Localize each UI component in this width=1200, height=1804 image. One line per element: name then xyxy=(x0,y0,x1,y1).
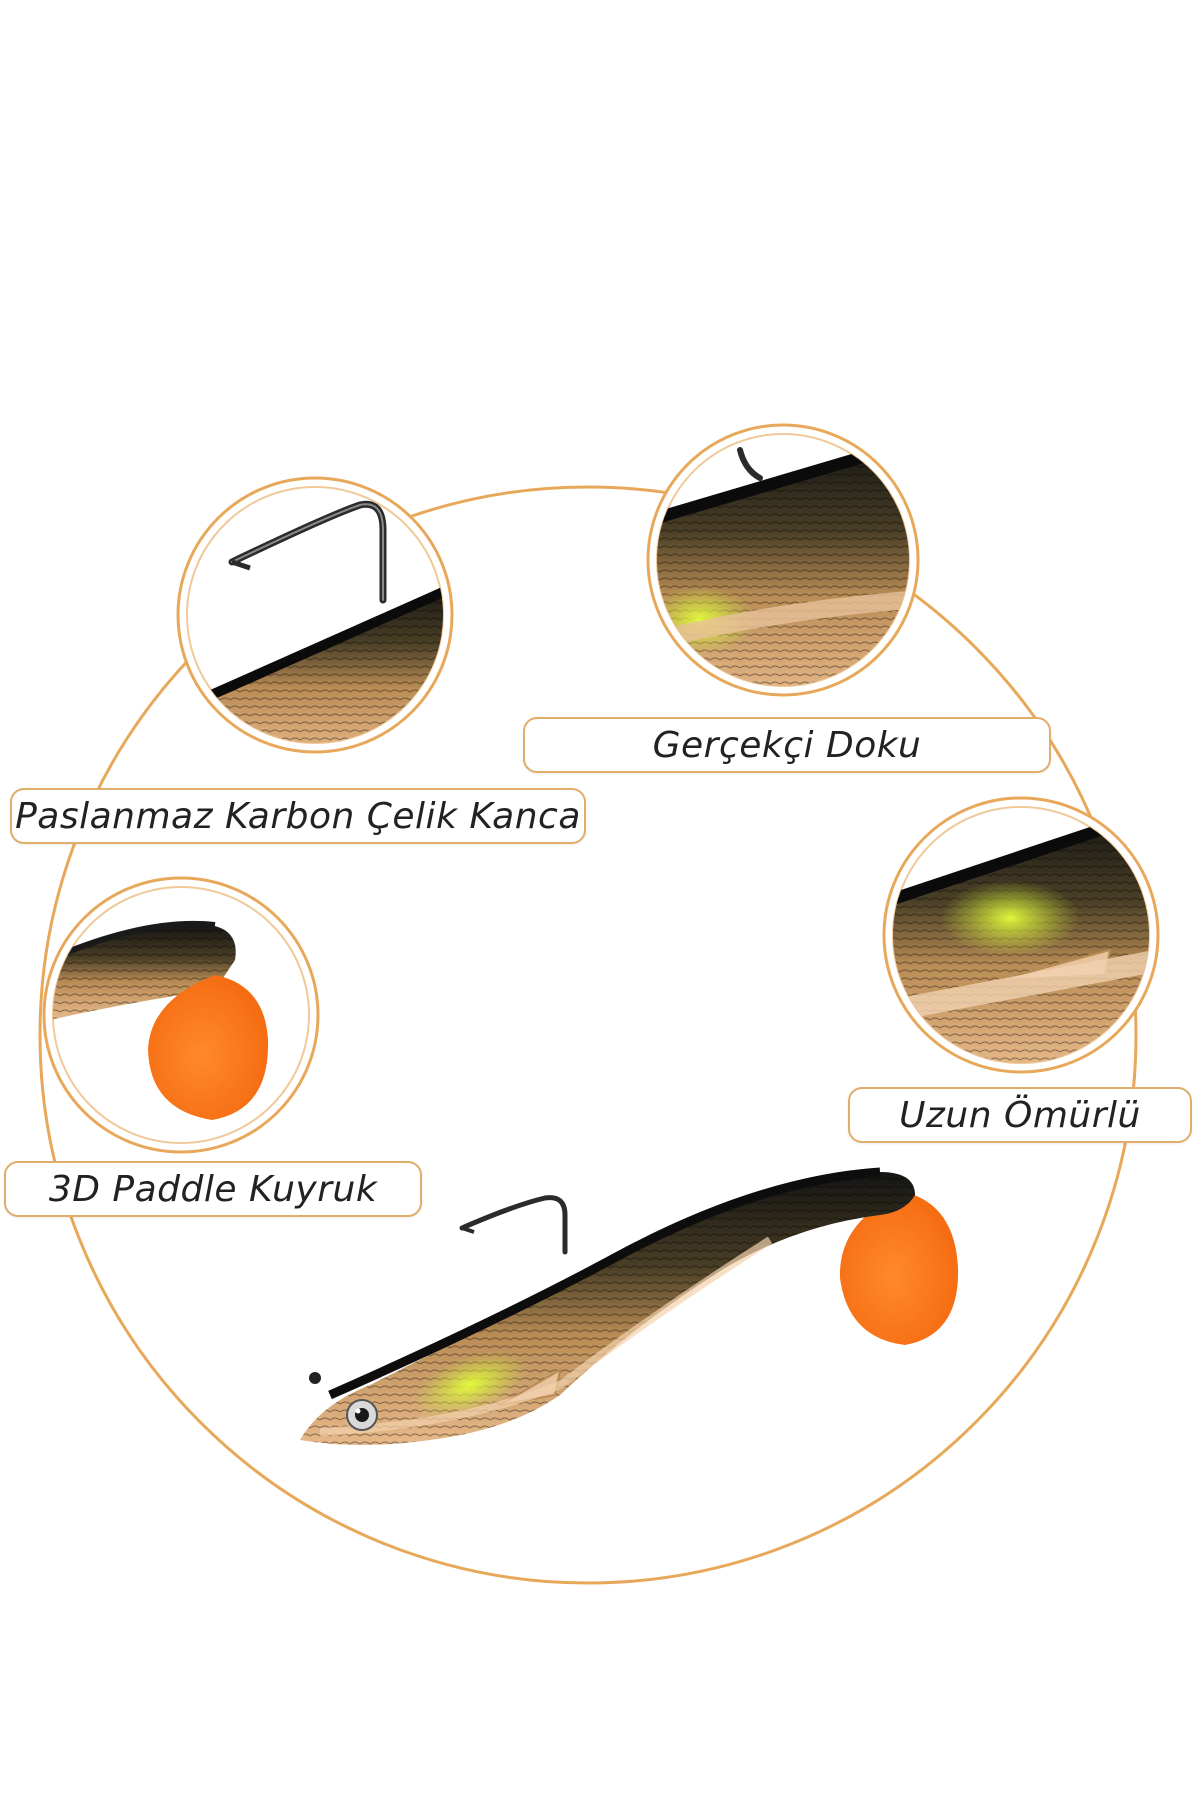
feature-label-text: Paslanmaz Karbon Çelik Kanca xyxy=(15,795,581,837)
fishing-lure-image xyxy=(300,1167,959,1445)
feature-label-paddle-tail: 3D Paddle Kuyruk xyxy=(4,1161,422,1217)
paddle-tail xyxy=(839,1192,959,1345)
feature-label-long-life: Uzun Ömürlü xyxy=(848,1087,1192,1143)
body-texture-icon xyxy=(882,796,1160,1074)
feature-label-text: 3D Paddle Kuyruk xyxy=(48,1168,378,1210)
hook-bubble-icon xyxy=(176,476,454,754)
scale-texture-icon xyxy=(646,423,920,697)
feature-label-realistic-texture: Gerçekçi Doku xyxy=(523,717,1051,773)
feature-label-text: Uzun Ömürlü xyxy=(899,1094,1141,1136)
feature-label-stainless-hook: Paslanmaz Karbon Çelik Kanca xyxy=(10,788,586,844)
lure-hook xyxy=(459,1195,568,1255)
paddle-tail-icon xyxy=(42,876,320,1154)
feature-label-text: Gerçekçi Doku xyxy=(652,724,922,766)
orbit-ring xyxy=(38,485,1138,1585)
